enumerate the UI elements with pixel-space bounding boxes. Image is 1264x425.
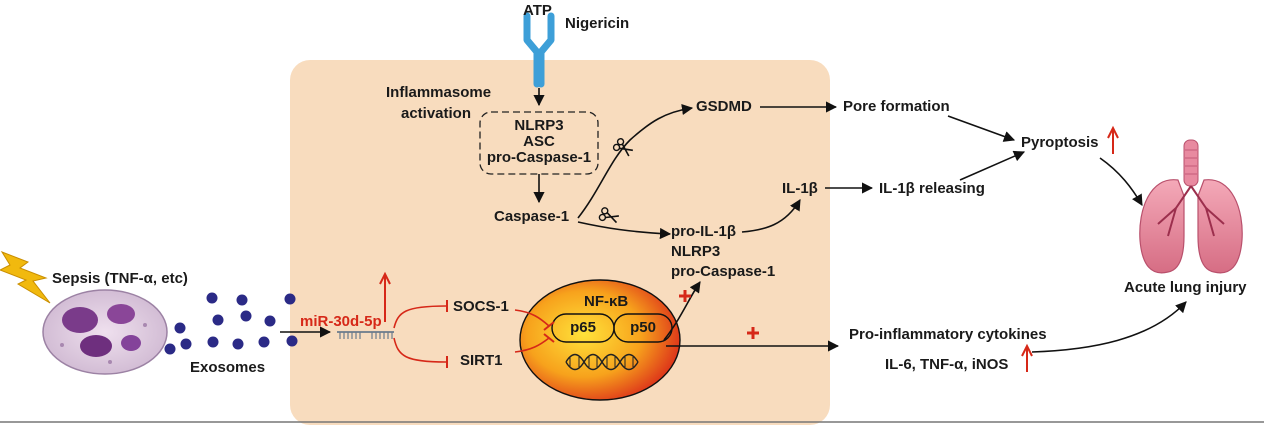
- inflammasome-activation-line2: activation: [400, 105, 472, 122]
- sirt1-label: SIRT1: [460, 352, 503, 369]
- cell-panel: [290, 60, 830, 425]
- arrow-caspase-gsdmd: [577, 103, 694, 219]
- arrow-nfkb-targets: [663, 281, 701, 341]
- inhibit-sirt1-nfkb: [514, 337, 550, 353]
- nucleus: [519, 279, 681, 401]
- nfkb-label: NF-κB: [584, 293, 629, 310]
- plus-sign: [747, 327, 759, 339]
- lungs-icon: [1139, 139, 1243, 274]
- mirna-icon: [337, 331, 394, 339]
- atp-label: ATP: [523, 2, 552, 19]
- arrow-caspase-proil1b: [577, 221, 672, 240]
- plus-sign: [679, 290, 691, 302]
- cytokines-up-arrow: [1021, 343, 1033, 372]
- nfkb-targets: pro-IL-1β NLRP3 pro-Caspase-1: [671, 222, 775, 282]
- arrow-pore-pyroptosis: [947, 115, 1016, 142]
- inflammasome-box: [479, 111, 599, 175]
- inflammasome-activation-label: Inflammasome activation: [386, 82, 492, 124]
- target-pro-il1b: pro-IL-1β: [671, 223, 736, 240]
- cytokines-title: Pro-inflammatory cytokines: [849, 326, 1047, 343]
- cytokines-list: IL-6, TNF-α, iNOS: [885, 356, 1009, 373]
- scissors-icon: [612, 138, 633, 157]
- arrow-cytokines-lung: [1031, 301, 1187, 353]
- acute-lung-injury-label: Acute lung injury: [1124, 279, 1247, 296]
- target-nlrp3: NLRP3: [671, 243, 721, 260]
- component-nlrp3: NLRP3: [514, 117, 564, 134]
- gsdmd-label: GSDMD: [696, 98, 752, 115]
- exosome-dots: [164, 292, 298, 355]
- component-pro-caspase-1: pro-Caspase-1: [486, 149, 592, 166]
- exosomes-label: Exosomes: [190, 359, 266, 376]
- caspase-1-label: Caspase-1: [494, 208, 570, 225]
- pore-formation-label: Pore formation: [843, 98, 950, 115]
- inflammasome-components: NLRP3 ASC pro-Caspase-1: [478, 118, 600, 166]
- target-pro-caspase-1: pro-Caspase-1: [671, 263, 776, 280]
- mirna-up-arrow: [379, 271, 391, 322]
- scissors-icon: [598, 207, 619, 224]
- p50-label: p50: [630, 319, 656, 336]
- neutrophil-icon: [42, 289, 168, 375]
- component-asc: ASC: [523, 133, 555, 150]
- il1b-releasing-label: IL-1β releasing: [879, 180, 985, 197]
- dna-helix-icon: [565, 353, 639, 371]
- arrow-release-pyroptosis: [959, 150, 1026, 181]
- sepsis-label: Sepsis (TNF-α, etc): [52, 270, 188, 287]
- il1b-label: IL-1β: [782, 180, 818, 197]
- p65-label: p65: [570, 319, 596, 336]
- arrow-proil1b-il1b: [741, 199, 801, 233]
- mirna-label: miR-30d-5p: [300, 313, 382, 330]
- receptor-icon: [523, 12, 555, 88]
- inhibit-socs1-nfkb: [514, 309, 550, 327]
- socs1-label: SOCS-1: [453, 298, 509, 315]
- pyroptosis-up-arrow: [1107, 125, 1119, 154]
- pyroptosis-label: Pyroptosis: [1021, 134, 1099, 151]
- arrow-pyroptosis-lung: [1099, 157, 1143, 206]
- inhibit-mirna-socs1: [393, 305, 447, 329]
- inhibit-mirna-sirt1: [393, 337, 447, 363]
- lightning-icon: [0, 251, 51, 304]
- nigericin-label: Nigericin: [565, 15, 630, 32]
- inflammasome-activation-line1: Inflammasome: [386, 84, 492, 101]
